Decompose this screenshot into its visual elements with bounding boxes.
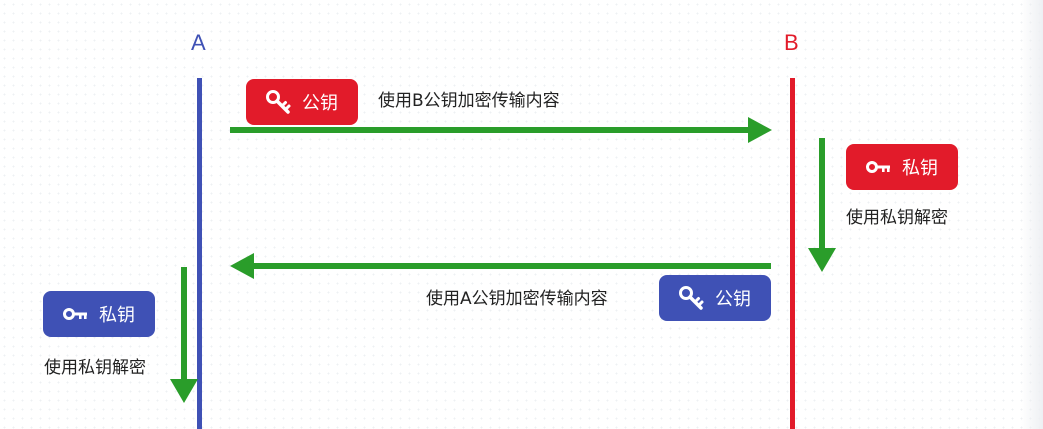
public-key-icon [679, 286, 705, 310]
private-key-icon [63, 307, 89, 321]
private-key-icon [866, 160, 892, 174]
badge-label: 公钥 [302, 93, 338, 114]
private-key-badge-a: 私钥 [43, 291, 155, 337]
badge-label: 私钥 [902, 158, 938, 179]
public-key-badge-a: 公钥 [659, 275, 771, 321]
party-a-label: A [191, 30, 206, 55]
message-arrow-a-to-b [230, 127, 750, 133]
public-key-icon [266, 90, 292, 114]
decrypt-arrow-a [181, 267, 187, 381]
badge-label: 私钥 [99, 305, 135, 326]
party-b-label: B [784, 30, 799, 55]
decrypt-arrowhead-a [170, 379, 198, 403]
decrypt-text-a: 使用私钥解密 [44, 358, 146, 378]
message-text-b-to-a: 使用A公钥加密传输内容 [426, 289, 608, 309]
message-arrow-b-to-a [252, 263, 771, 269]
badge-label: 公钥 [715, 289, 751, 310]
party-a-lifeline [197, 78, 202, 429]
decrypt-arrow-b [819, 138, 825, 250]
message-text-a-to-b: 使用B公钥加密传输内容 [378, 91, 560, 111]
party-b-lifeline [790, 78, 795, 429]
message-arrowhead-b-to-a [230, 253, 254, 279]
decrypt-arrowhead-b [808, 248, 836, 272]
background-edge [1021, 0, 1043, 429]
private-key-badge-b: 私钥 [846, 144, 958, 190]
message-arrowhead-a-to-b [748, 117, 772, 143]
decrypt-text-b: 使用私钥解密 [846, 208, 948, 228]
public-key-badge-b: 公钥 [246, 79, 358, 125]
